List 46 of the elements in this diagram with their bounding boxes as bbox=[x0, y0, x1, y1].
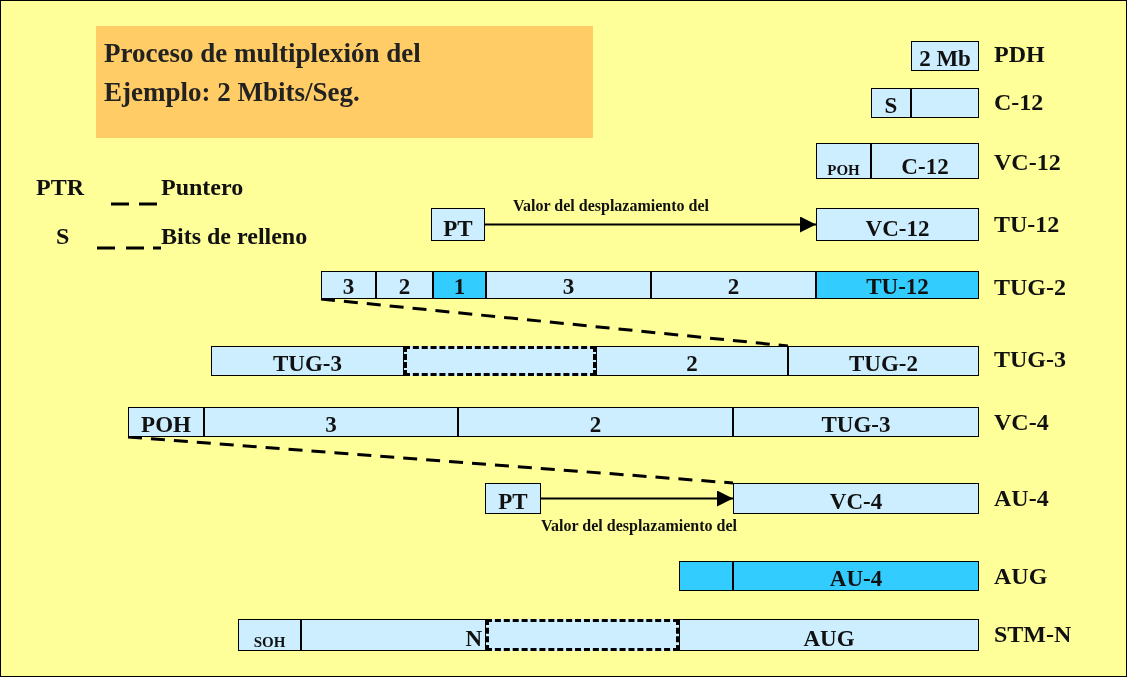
edge-label: Valor del desplazamiento del bbox=[513, 197, 709, 215]
frame-segment: PT bbox=[485, 483, 541, 514]
row-label: VC-12 bbox=[994, 149, 1061, 176]
title: Proceso de multiplexión del Ejemplo: 2 Mbits/Seg. bbox=[96, 26, 593, 138]
frame-segment: PT bbox=[431, 208, 485, 241]
row-label: TU-12 bbox=[994, 211, 1060, 238]
arrow bbox=[540, 490, 734, 507]
frame-segment: 3 bbox=[486, 271, 651, 299]
frame-segment: N bbox=[301, 619, 486, 651]
arrow bbox=[484, 216, 817, 233]
row-label: AU-4 bbox=[994, 485, 1049, 512]
frame-segment: 3 bbox=[321, 271, 376, 299]
frame-segment: VC-12 bbox=[816, 208, 979, 241]
dashed-line bbox=[320, 297, 789, 348]
frame-segment: 2 bbox=[651, 271, 816, 299]
frame-segment: 2 bbox=[596, 346, 788, 376]
dashed-line bbox=[127, 435, 734, 485]
frame-segment: SOH bbox=[238, 619, 301, 651]
frame-segment: AUG bbox=[679, 619, 979, 651]
edge-label: Valor del desplazamiento del bbox=[541, 517, 737, 535]
row-label: TUG-3 bbox=[994, 346, 1066, 373]
frame-segment: TUG-2 bbox=[788, 346, 979, 376]
row-label: PTR bbox=[36, 174, 84, 201]
frame-segment: S bbox=[871, 88, 911, 118]
row-label: PDH bbox=[994, 41, 1045, 68]
frame-segment: TU-12 bbox=[816, 271, 979, 299]
row-label: Bits de relleno bbox=[161, 223, 308, 250]
frame-segment: POH bbox=[128, 407, 204, 437]
frame-segment: 3 bbox=[204, 407, 458, 437]
frame-segment: POH bbox=[816, 143, 871, 179]
frame-segment: 2 Mb bbox=[911, 41, 979, 71]
row-label: AUG bbox=[994, 563, 1048, 590]
row-label: C-12 bbox=[994, 89, 1044, 116]
row-label: Puntero bbox=[161, 174, 244, 201]
frame-segment: 2 bbox=[376, 271, 433, 299]
row-label: STM-N bbox=[994, 621, 1072, 648]
row-label: TUG-2 bbox=[994, 274, 1066, 301]
frame-segment: AU-4 bbox=[733, 561, 979, 591]
frame-segment: 2 bbox=[458, 407, 733, 437]
frame-segment: TUG-3 bbox=[211, 346, 404, 376]
row-label: VC-4 bbox=[994, 409, 1049, 436]
frame-segment: TUG-3 bbox=[733, 407, 979, 437]
frame-segment: VC-4 bbox=[733, 483, 979, 514]
row-label: S bbox=[56, 223, 70, 250]
frame-segment: 1 bbox=[433, 271, 486, 299]
frame-segment: C-12 bbox=[871, 143, 979, 179]
